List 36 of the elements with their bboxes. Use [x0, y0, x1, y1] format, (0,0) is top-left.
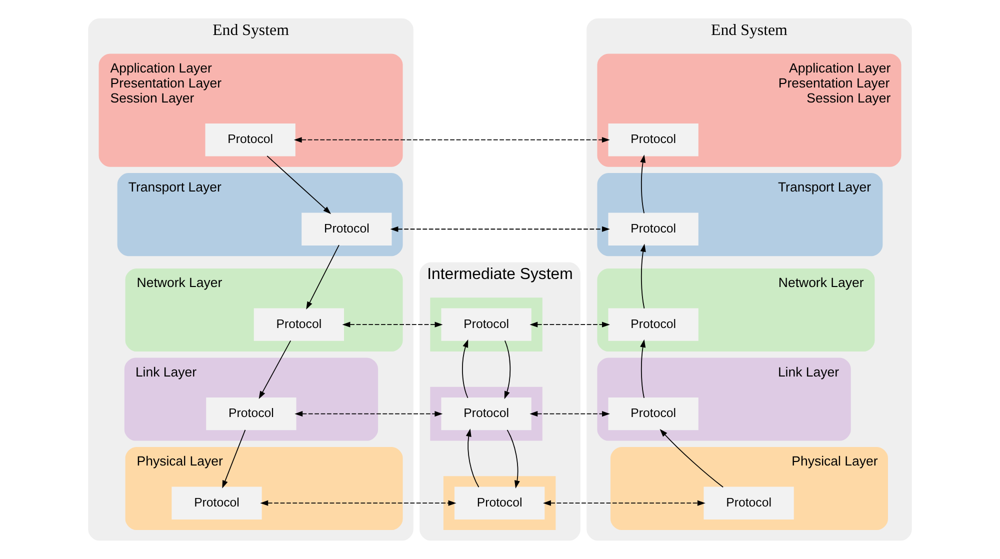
node-box: Protocol	[441, 397, 532, 430]
arrow	[660, 428, 724, 488]
node-box: Protocol	[206, 397, 296, 430]
arrow	[530, 411, 610, 417]
arrow	[342, 322, 443, 328]
node-box: Protocol	[302, 212, 392, 246]
arrow	[222, 430, 246, 488]
arrow	[640, 154, 646, 214]
node-box: Protocol	[608, 397, 698, 430]
arrow	[306, 244, 340, 310]
arrow	[530, 322, 610, 328]
cluster	[430, 386, 542, 441]
node-box: Protocol	[172, 486, 262, 520]
arrow	[266, 156, 332, 214]
arrow	[462, 339, 468, 398]
node-box: Protocol	[441, 308, 532, 341]
arrow	[506, 430, 520, 488]
node-box: Protocol	[205, 124, 296, 156]
cluster	[443, 476, 556, 530]
arrow	[543, 500, 706, 506]
arrow	[640, 244, 646, 309]
node-box: Protocol	[454, 486, 545, 520]
arrow	[504, 340, 511, 400]
cluster	[430, 298, 542, 352]
arrow	[260, 500, 456, 506]
node-box: Protocol	[704, 486, 794, 520]
arrow	[294, 411, 443, 417]
arrow	[466, 428, 480, 488]
arrow	[294, 137, 610, 143]
node-box: Protocol	[608, 124, 698, 156]
node-box: Protocol	[254, 308, 344, 341]
node-box: Protocol	[608, 212, 698, 246]
arrow	[390, 226, 610, 232]
arrow	[258, 340, 292, 400]
arrow	[640, 339, 646, 398]
node-box: Protocol	[608, 308, 698, 341]
